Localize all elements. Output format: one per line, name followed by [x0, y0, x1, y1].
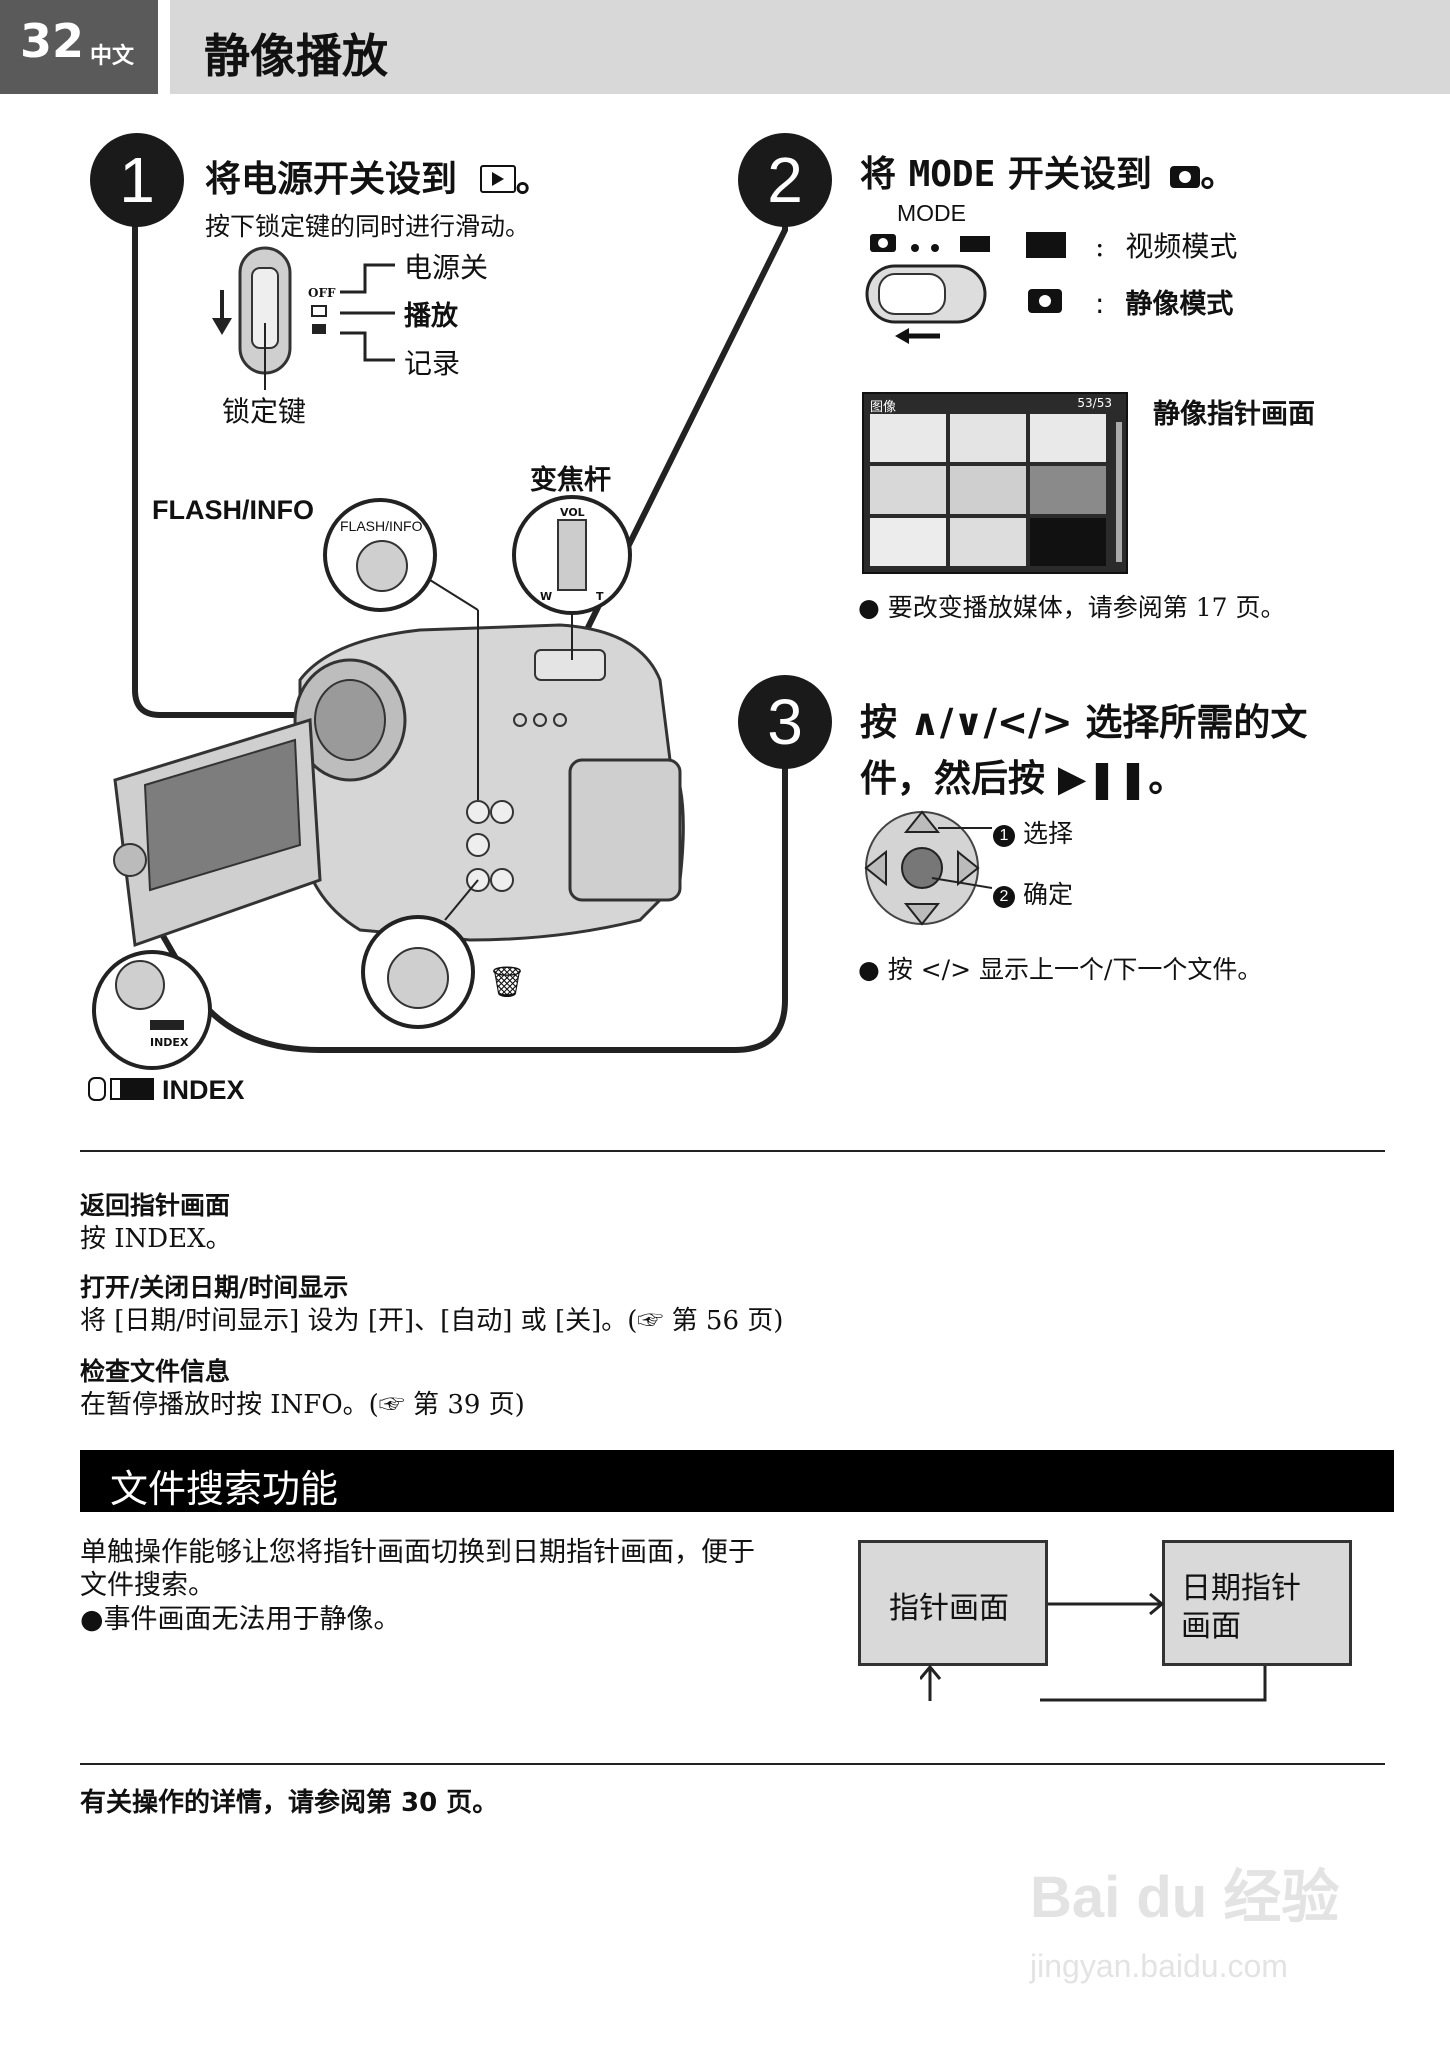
zoom-w-label: W	[540, 590, 553, 603]
section-body: 将 [日期/时间显示] 设为 [开]、[自动] 或 [关]。(☞ 第 56 页)	[80, 1306, 784, 1336]
mode-switch-diagram	[865, 234, 990, 344]
index-screen-header: 图像	[870, 400, 897, 415]
page-number-block: 32 中文	[0, 0, 158, 94]
step-1-number: 1	[90, 133, 184, 227]
step-2-note: ● 要改变播放媒体，请参阅第 17 页。	[858, 593, 1286, 622]
divider	[80, 1150, 1385, 1152]
switch-label-off: 电源关	[404, 251, 489, 284]
index-screen-box: 指针画面	[858, 1540, 1048, 1666]
video-icon	[1026, 232, 1066, 258]
direction-pad-diagram	[864, 810, 992, 926]
card-icon	[110, 1078, 154, 1100]
select-label: 1 选择	[993, 814, 1073, 850]
step-1-subtitle: 按下锁定键的同时进行滑动。	[205, 212, 531, 241]
thumbnail	[1030, 518, 1106, 566]
switch-label-record: 记录	[404, 347, 461, 380]
step-3-number: 3	[738, 675, 832, 769]
step-3-note: ● 按 </> 显示上一个/下一个文件。	[858, 955, 1263, 984]
index-label: INDEX	[88, 1075, 245, 1106]
flash-info-label: FLASH/INFO	[152, 495, 314, 525]
step-3-title-line2: 件，然后按 ▶❚❚。	[860, 757, 1186, 800]
flow-arrows	[1040, 1592, 1267, 1702]
zoom-lever-label: 变焦杆	[530, 465, 611, 496]
off-mark: OFF	[308, 286, 336, 300]
mode-switch-label: MODE	[897, 200, 966, 226]
thumbnail	[870, 518, 946, 566]
search-section-header: 文件搜索功能	[80, 1450, 1394, 1512]
switch-label-play: 播放	[404, 301, 458, 332]
date-index-screen-box: 日期指针 画面	[1162, 1540, 1352, 1666]
hdd-icon	[88, 1077, 106, 1101]
index-screen-preview: 图像 53/53	[862, 392, 1128, 574]
scrollbar	[1116, 422, 1122, 562]
section-body: 按 INDEX。	[80, 1224, 232, 1254]
search-body-line2: 文件搜索。	[80, 1570, 215, 1601]
thumbnail	[1030, 466, 1106, 514]
step-2-title: 将 MODE 开关设到 。	[860, 154, 1237, 195]
camera-icon	[1170, 166, 1201, 188]
page-header: 静像播放	[170, 0, 1450, 94]
step-1-title: 将电源开关设到 。	[205, 159, 552, 200]
thumbnail	[950, 414, 1026, 462]
step-2-number: 2	[738, 133, 832, 227]
language-label: 中文	[90, 44, 135, 69]
section-title: 返回指针画面	[80, 1191, 231, 1220]
camcorder-body	[113, 623, 685, 948]
still-camera-icon	[1028, 289, 1062, 313]
section-body: 在暂停播放时按 INFO。(☞ 第 39 页)	[80, 1390, 525, 1420]
camera-illustration	[92, 180, 788, 1070]
index-small-label: INDEX	[150, 1036, 189, 1049]
search-body-line1: 单触操作能够让您将指针画面切换到日期指针画面，便于	[80, 1537, 755, 1568]
index-screen-counter: 53/53	[1077, 396, 1112, 410]
section-title: 检查文件信息	[80, 1357, 231, 1386]
zoom-lever-callout	[512, 495, 632, 660]
thumbnail	[950, 518, 1026, 566]
index-button-callout	[92, 950, 212, 1070]
footer-note: 有关操作的详情，请参阅第 30 页。	[80, 1788, 499, 1818]
page-title: 静像播放	[204, 29, 388, 83]
thumbnail	[1030, 414, 1106, 462]
search-bullet: ●事件画面无法用于静像。	[80, 1604, 401, 1635]
flash-info-small-label: FLASH/INFO	[340, 518, 423, 534]
thumbnail	[950, 466, 1026, 514]
thumbnail	[870, 466, 946, 514]
play-icon	[479, 165, 516, 193]
search-section-title: 文件搜索功能	[110, 1467, 339, 1511]
watermark-url: jingyan.baidu.com	[1030, 1948, 1288, 1984]
thumbnail	[870, 414, 946, 462]
power-switch-diagram	[212, 246, 395, 390]
mode-video-row: : 视频模式	[1095, 230, 1238, 263]
flash-info-button-callout	[323, 498, 479, 800]
trash-icon: 🗑	[488, 965, 527, 1000]
section-title: 打开/关闭日期/时间显示	[80, 1273, 349, 1302]
lock-key-label: 锁定键	[222, 395, 307, 428]
watermark-logo: Bai du 经验	[1030, 1865, 1340, 1930]
return-arrow-head	[920, 1665, 942, 1701]
divider	[80, 1763, 1385, 1765]
thumbnail-grid	[870, 414, 1106, 566]
delete-button-callout	[361, 879, 479, 1029]
step-3-title-line1: 按 ∧/∨/</> 选择所需的文	[860, 701, 1308, 744]
confirm-label: 2 确定	[993, 875, 1073, 911]
vol-label: VOL	[560, 506, 585, 519]
page-number: 32	[20, 14, 85, 68]
zoom-t-label: T	[596, 590, 604, 603]
mode-still-row: : 静像模式	[1095, 287, 1234, 320]
index-screen-label: 静像指针画面	[1153, 399, 1315, 430]
